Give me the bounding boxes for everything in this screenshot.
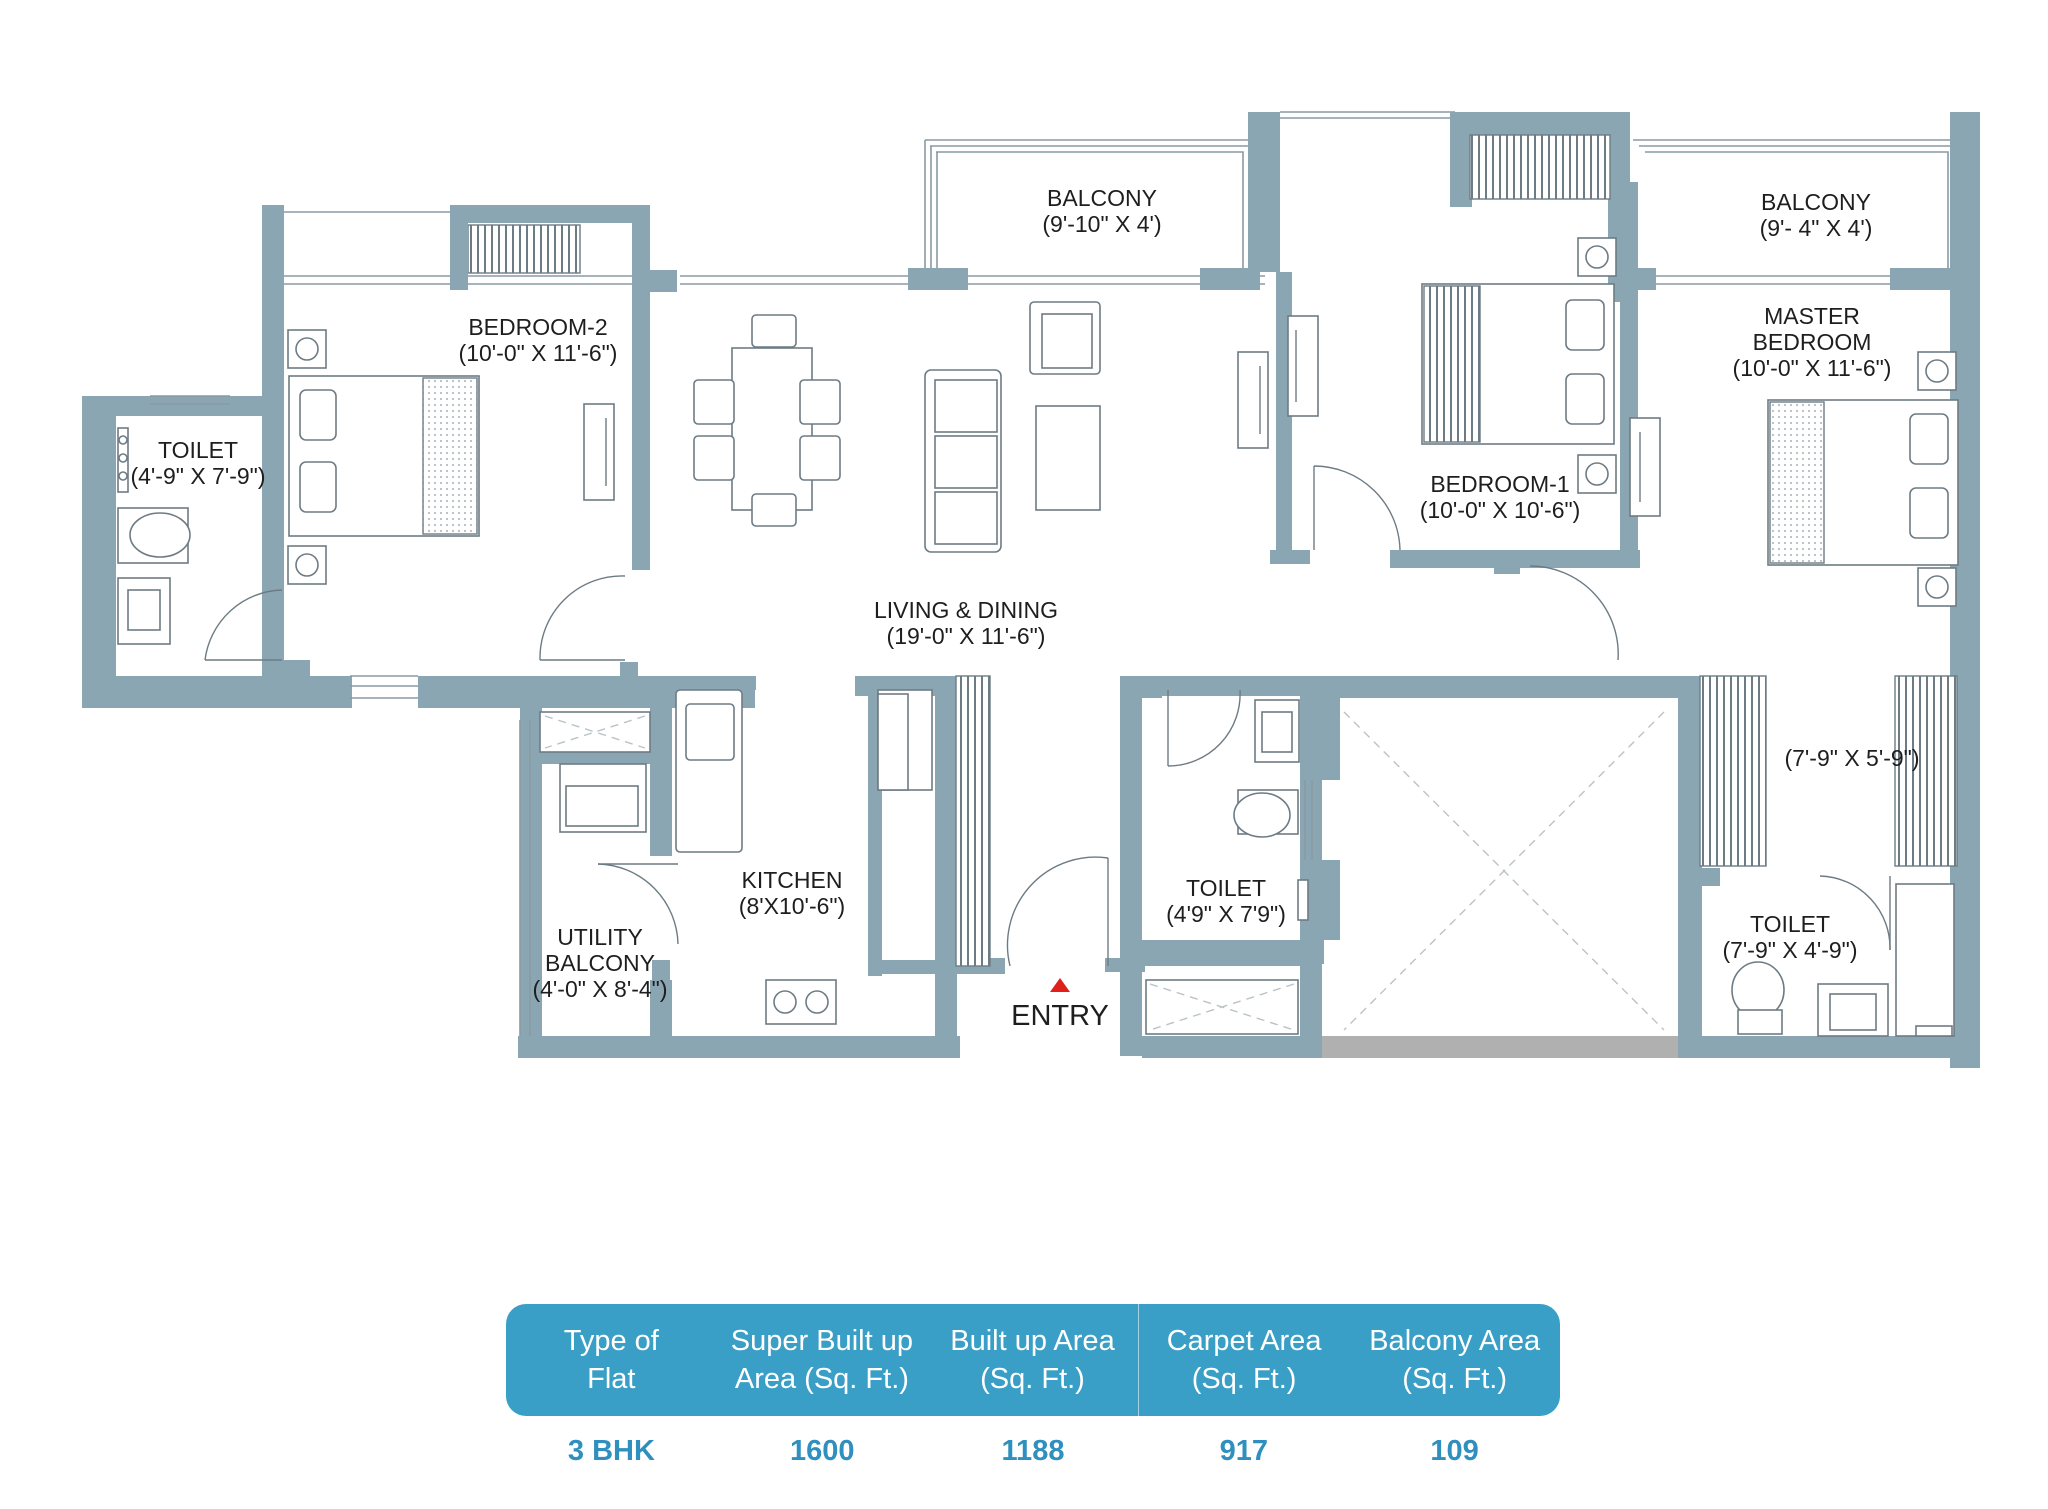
entry-label: ENTRY xyxy=(1011,1000,1109,1032)
area-table: Type of Flat Super Built up Area (Sq. Ft… xyxy=(506,1304,1560,1486)
walk-in-size: (7'-9" X 5'-9") xyxy=(1784,745,1919,771)
bed-bedroom-2 xyxy=(288,375,480,537)
bedroom-2-name: BEDROOM-2 xyxy=(468,314,607,340)
master-bedroom-size: (10'-0" X 11'-6") xyxy=(1733,355,1892,381)
balcony-2-size: (9'- 4" X 4') xyxy=(1760,215,1873,241)
header-carpet-area: Carpet Area (Sq. Ft.) xyxy=(1137,1304,1350,1416)
toilet-right-fixtures xyxy=(1731,883,1955,1037)
toilet-right-size: (7'-9" X 4'-9") xyxy=(1722,937,1857,963)
kitchen-name: KITCHEN xyxy=(742,867,843,893)
kitchen-fixtures xyxy=(539,689,933,1025)
utility-balcony-name-line2: BALCONY xyxy=(545,950,655,976)
master-bedroom-name-line1: MASTER xyxy=(1764,303,1860,329)
entry-marker-icon xyxy=(1050,978,1070,992)
toilet-right-name: TOILET xyxy=(1750,911,1830,937)
header-balcony-area: Balcony Area (Sq. Ft.) xyxy=(1369,1325,1541,1395)
bed-master-bedroom xyxy=(1767,399,1959,566)
tv-units xyxy=(583,315,1661,517)
utility-balcony-name-line1: UTILITY xyxy=(557,924,643,950)
value-super-built-up-area: 1600 xyxy=(789,1434,855,1467)
area-table-row: 3 BHK 1600 1188 917 109 xyxy=(506,1416,1560,1486)
balcony-1-name: BALCONY xyxy=(1047,185,1157,211)
dining-set xyxy=(693,314,841,527)
value-balcony-area: 109 xyxy=(1430,1434,1479,1467)
utility-balcony-size: (4'-0" X 8'-4") xyxy=(532,976,667,1002)
toilet-left-fixtures xyxy=(117,427,191,645)
header-type-of-flat: Type of Flat xyxy=(563,1325,659,1395)
wardrobes xyxy=(450,134,1958,967)
value-carpet-area: 917 xyxy=(1219,1434,1268,1467)
header-super-built-up-area: Super Built up Area (Sq. Ft.) xyxy=(730,1325,913,1395)
value-built-up-area: 1188 xyxy=(1001,1434,1065,1467)
room-labels: BALCONY (9'-10" X 4') BALCONY (9'- 4" X … xyxy=(130,185,1919,1032)
toilet-center-fixtures xyxy=(1145,699,1309,1035)
bedside-tables xyxy=(287,237,1957,607)
bedroom-1-name: BEDROOM-1 xyxy=(1430,471,1569,497)
toilet-left-size: (4'-9" X 7'-9") xyxy=(130,463,265,489)
toilet-left-name: TOILET xyxy=(158,437,238,463)
toilet-center-size: (4'9" X 7'9") xyxy=(1166,901,1286,927)
bed-bedroom-1 xyxy=(1421,283,1615,445)
kitchen-size: (8'X10'-6") xyxy=(739,893,845,919)
balcony-1-size: (9'-10" X 4') xyxy=(1042,211,1161,237)
balcony-2-name: BALCONY xyxy=(1761,189,1871,215)
living-dining-size: (19'-0" X 11'-6") xyxy=(887,623,1046,649)
open-shaft xyxy=(1343,711,1665,1031)
bedroom-2-size: (10'-0" X 11'-6") xyxy=(459,340,618,366)
area-table-header: Type of Flat Super Built up Area (Sq. Ft… xyxy=(506,1304,1560,1416)
header-built-up-area: Built up Area (Sq. Ft.) xyxy=(950,1325,1115,1395)
living-dining-name: LIVING & DINING xyxy=(874,597,1058,623)
master-bedroom-name-line2: BEDROOM xyxy=(1753,329,1872,355)
window-lines xyxy=(150,395,1313,1036)
sofa-set xyxy=(924,301,1101,553)
doors xyxy=(204,465,1891,967)
value-type-of-flat: 3 BHK xyxy=(567,1434,655,1467)
toilet-center-name: TOILET xyxy=(1186,875,1266,901)
bedroom-1-size: (10'-0" X 10'-6") xyxy=(1420,497,1581,523)
walls xyxy=(82,112,1980,1068)
